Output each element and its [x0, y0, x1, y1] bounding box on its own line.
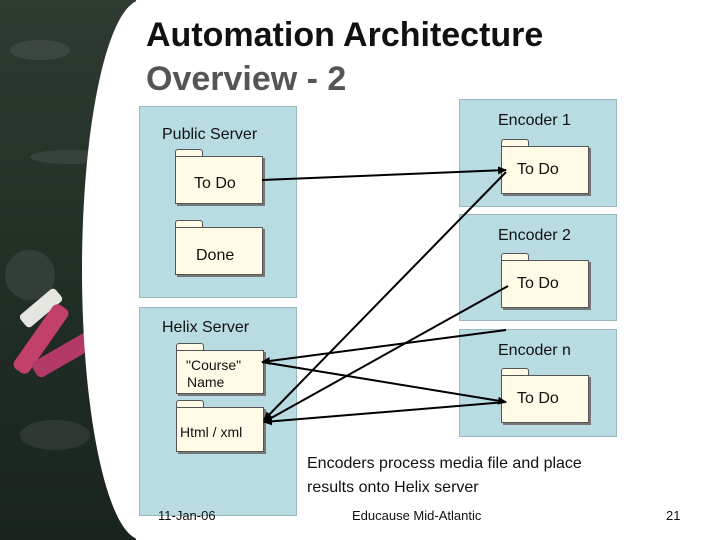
folder-icon	[501, 253, 589, 308]
footer-event: Educause Mid-Atlantic	[352, 508, 482, 523]
folder-icon	[501, 368, 589, 423]
helix-course-label-line2: Name	[187, 374, 225, 390]
folder-icon	[176, 343, 264, 394]
encoder-n-label: Encoder n	[498, 342, 571, 359]
diagram-note: Encoders process media file and place re…	[307, 452, 582, 500]
footer-date: 11-Jan-06	[158, 508, 216, 523]
folder-icon	[175, 149, 263, 204]
folder-icon	[176, 400, 264, 452]
arrow-encoder2-to-helix-html	[263, 285, 509, 423]
arrow-public-to-encoder1	[261, 166, 507, 181]
helix-server-label: Helix Server	[162, 319, 250, 336]
encoder-1-todo-label: To Do	[517, 161, 559, 178]
folder-icon	[175, 220, 263, 275]
page-title: Automation Architecture	[146, 16, 544, 54]
encoder-2-label: Encoder 2	[498, 227, 571, 244]
helix-course-label-line1: "Course"	[186, 357, 242, 373]
page-subtitle: Overview - 2	[146, 60, 347, 98]
footer-page-number: 21	[666, 508, 681, 523]
folder-icon	[501, 139, 589, 194]
public-todo-label: To Do	[194, 175, 236, 192]
arrow-encoder1-to-helix-html	[263, 171, 507, 421]
note-line-1: Encoders process media file and place	[307, 455, 582, 472]
arrow-encodern-to-helix-course	[261, 329, 507, 365]
encoder-2-todo-label: To Do	[517, 275, 559, 292]
helix-html-label: Html / xml	[180, 424, 243, 440]
encoder-n-todo-label: To Do	[517, 390, 559, 407]
arrow-encodern-to-helix-html	[263, 401, 507, 426]
public-server-label: Public Server	[162, 126, 258, 143]
encoder-1-label: Encoder 1	[498, 112, 571, 129]
arrow-helix-course-to-encodern	[261, 361, 507, 405]
public-done-label: Done	[196, 247, 235, 264]
note-line-2: results onto Helix server	[307, 479, 479, 496]
